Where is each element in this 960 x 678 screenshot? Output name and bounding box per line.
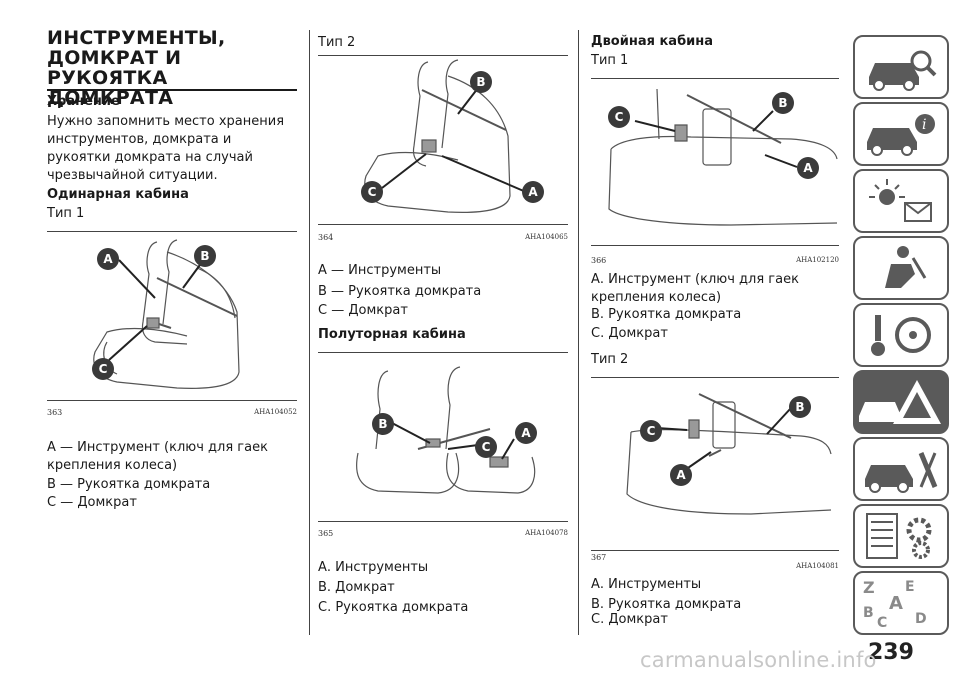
single-cab-heading: Одинарная кабина	[47, 187, 189, 202]
type1-label: Тип 1	[47, 206, 85, 221]
callout-b: B	[772, 92, 794, 114]
storage-heading: Хранение	[47, 94, 120, 109]
page-title: ИНСТРУМЕНТЫ, ДОМКРАТ И РУКОЯТКА ДОМКРАТА	[47, 27, 226, 109]
tab-key-steering[interactable]	[853, 303, 949, 367]
callout-b: B	[470, 71, 492, 93]
legend-item: В. Рукоятка домкрата	[591, 307, 742, 322]
car-tools-icon	[865, 452, 938, 493]
figure-number: 366	[591, 256, 607, 265]
storage-text: Нужно запомнить место хранения инструмен…	[47, 114, 285, 183]
callout-c: C	[608, 106, 630, 128]
double-cab-heading: Двойная кабина	[591, 34, 714, 49]
emergency-triangle-icon	[859, 380, 941, 424]
seat-airbag-icon	[885, 246, 927, 288]
list-gear-icon	[866, 513, 932, 559]
legend-item: В. Домкрат	[318, 580, 395, 595]
callout-a: A	[670, 464, 692, 486]
type2-label: Тип 2	[318, 35, 356, 50]
svg-text:A: A	[889, 593, 903, 614]
tab-car-tools[interactable]	[853, 437, 949, 501]
half-cab-heading: Полуторная кабина	[318, 327, 466, 342]
column-divider-1	[309, 30, 310, 635]
legend-item: В. Рукоятка домкрата	[591, 597, 742, 612]
column-divider-2	[578, 30, 579, 635]
svg-text:Z: Z	[863, 578, 875, 597]
figure-number: 364	[318, 233, 334, 242]
legend-item: А. Инструмент (ключ для гаек крепления к…	[591, 272, 799, 305]
page-number: 239	[868, 640, 914, 665]
figure-365	[318, 352, 568, 522]
svg-text:C: C	[877, 615, 887, 631]
seat-illustration-363	[93, 239, 240, 389]
legend-item: В — Рукоятка домкрата	[47, 477, 211, 492]
seat-illustration-364	[364, 59, 527, 213]
figure-number: 367	[591, 553, 607, 562]
legend-item: С. Домкрат	[591, 612, 668, 627]
callout-c: C	[475, 436, 497, 458]
figure-364	[318, 55, 568, 225]
car-info-icon: i	[867, 114, 935, 156]
svg-text:i: i	[922, 117, 926, 133]
callout-c: C	[361, 181, 383, 203]
type2-label: Тип 2	[591, 352, 629, 367]
legend-item: А. Инструменты	[591, 577, 702, 592]
figure-code: AHA104052	[254, 408, 297, 416]
tab-warning-lights[interactable]	[853, 169, 949, 233]
legend-item: С — Домкрат	[318, 303, 408, 318]
figure-code: AHA102120	[796, 256, 839, 264]
svg-text:B: B	[863, 605, 874, 621]
legend-item: А. Инструменты	[318, 560, 429, 575]
legend-item: С — Домкрат	[47, 495, 137, 510]
callout-b: B	[194, 245, 216, 267]
figure-363	[47, 231, 297, 401]
callout-c: C	[640, 420, 662, 442]
car-search-icon	[869, 50, 937, 91]
tab-seat-airbag[interactable]	[853, 236, 949, 300]
svg-text:D: D	[915, 611, 927, 627]
figure-code: AHA104081	[796, 562, 839, 570]
title-underline	[47, 89, 297, 91]
figure-code: AHA104065	[525, 233, 568, 241]
seat-illustration-365	[356, 366, 536, 494]
key-steering-icon	[871, 315, 931, 356]
legend-item: С. Домкрат	[591, 326, 668, 341]
callout-a: A	[515, 422, 537, 444]
callout-a: A	[522, 181, 544, 203]
warning-lights-icon	[869, 179, 932, 222]
callout-b: B	[789, 396, 811, 418]
tab-car-info[interactable]: i	[853, 102, 949, 166]
tab-car-search[interactable]	[853, 35, 949, 99]
type1-label: Тип 1	[591, 53, 629, 68]
legend-item: В — Рукоятка домкрата	[318, 284, 482, 299]
seat-illustration-366	[608, 88, 838, 226]
tab-list-gear[interactable]	[853, 504, 949, 568]
figure-code: AHA104078	[525, 529, 568, 537]
legend-item: А — Инструмент (ключ для гаек крепления …	[47, 440, 268, 473]
figure-366	[591, 78, 839, 246]
legend-item: С. Рукоятка домкрата	[318, 600, 469, 615]
tab-emergency[interactable]	[853, 370, 949, 434]
watermark: carmanualsonline.info	[640, 648, 877, 672]
callout-c: C	[92, 358, 114, 380]
figure-number: 363	[47, 408, 63, 417]
svg-text:E: E	[905, 579, 915, 595]
legend-item: А — Инструменты	[318, 263, 442, 278]
figure-number: 365	[318, 529, 334, 538]
callout-a: A	[797, 157, 819, 179]
callout-a: A	[97, 248, 119, 270]
callout-b: B	[372, 413, 394, 435]
